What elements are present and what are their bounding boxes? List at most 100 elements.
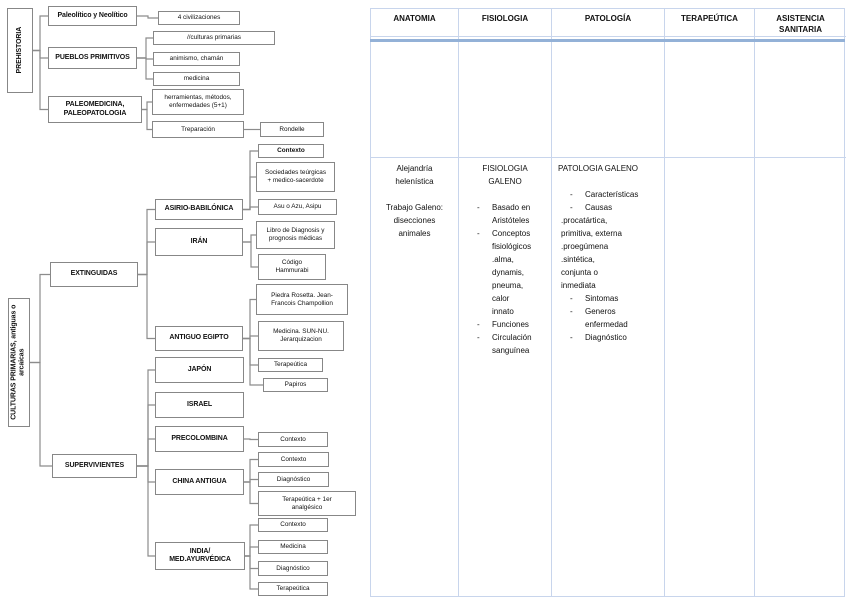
diagram-node-piedra-rosetta: Piedra Rosetta. Jean- Francois Champolli…	[256, 284, 348, 315]
diagram-node-label-herramientas: herramientas, métodos, enfermedades (5+1…	[164, 94, 232, 109]
connector-antiguo-egipto-papiros	[243, 337, 263, 386]
connector-supervivientes-india-ayurvedica	[137, 465, 155, 557]
diagram-node-animismo: animismo, chamán	[153, 52, 240, 66]
table-gap-cell-patologia	[552, 37, 665, 158]
diagram-node-label-iran: IRÁN	[190, 237, 208, 245]
diagram-node-label-culturas: CULTURAS PRIMARIAS, antiguas o arcaicas	[10, 304, 27, 421]
diagram-node-label-israel: ISRAEL	[186, 400, 213, 408]
connector-india-ayurvedica-contexto-india	[245, 524, 258, 557]
table-cell-segment: FISIOLOGIA GALENO	[482, 164, 528, 186]
diagram-node-diagnostico-china: Diagnóstico	[258, 472, 329, 487]
diagram-node-label-medicina-india: Medicina	[280, 543, 306, 551]
diagram-node-medicina-india: Medicina	[258, 540, 328, 554]
diagram-node-label-contexto-india: Contexto	[280, 521, 306, 529]
connector-supervivientes-china-antigua	[137, 465, 155, 483]
diagram-node-label-codigo-hammurabi: Código Hammurabi	[275, 259, 309, 274]
diagram-node-label-china-antigua: CHINA ANTIGUA	[172, 477, 227, 485]
table-cell-segment: .procatártica, primitiva, externa .proeg…	[561, 216, 622, 290]
table-body-cell-terapeutica	[665, 158, 755, 596]
table-gap-cell-fisiologia	[459, 37, 552, 158]
table-cell-segment: Basado en Aristóteles	[462, 201, 548, 227]
diagram-node-label-paleolitico: Paleolítico y Neolítico	[57, 11, 128, 19]
diagram-node-label-culturas-primarias: //culturas primarias	[187, 34, 241, 42]
diagram-node-label-paleomedicina: PALEOMEDICINA, PALEOPATOLOGIA	[63, 101, 127, 117]
diagram-node-label-antiguo-egipto: ANTIGUO EGIPTO	[169, 334, 229, 342]
connector-antiguo-egipto-piedra-rosetta	[243, 298, 256, 340]
diagram-node-label-asu: Asu o Azu, Asipu	[273, 203, 322, 211]
table-header-anatomia: ANATOMIA	[371, 9, 459, 37]
diagram-node-label-contexto-asirio: Contexto	[277, 147, 305, 155]
diagram-node-israel: ISRAEL	[155, 392, 244, 418]
diagram-node-paleomedicina: PALEOMEDICINA, PALEOPATOLOGIA	[48, 96, 142, 123]
diagram-node-label-medicina-sun-nu: Medicina. SUN-NU. Jerarquizacion	[273, 328, 329, 343]
diagram-node-terapeutica-china: Terapeútica + 1er analgésico	[258, 491, 356, 516]
diagram-node-asirio-babilonica: ASIRIO-BABILÓNICA	[155, 199, 243, 220]
table-header-terapeutica: TERAPEÚTICA	[665, 9, 755, 37]
diagram-node-label-terapeutica-china: Terapeútica + 1er analgésico	[282, 495, 332, 511]
diagram-node-papiros: Papiros	[263, 378, 328, 392]
table-cell-segment: Diagnóstico	[555, 331, 661, 344]
diagram-node-medicina-sun-nu: Medicina. SUN-NU. Jerarquizacion	[258, 321, 344, 351]
diagram-node-terapeutica-india: Terapeútica	[258, 582, 328, 596]
table-body-cell-asistencia-sanitaria	[755, 158, 846, 596]
diagram-node-supervivientes: SUPERVIVIENTES	[52, 454, 137, 478]
connector-supervivientes-precolombina	[137, 438, 155, 467]
diagram-node-antiguo-egipto: ANTIGUO EGIPTO	[155, 326, 243, 351]
diagram-node-label-prehistoria: PREHISTORIA	[15, 27, 23, 74]
diagram-node-label-civilizaciones: 4 civilizaciones	[177, 14, 221, 22]
connector-precolombina-contexto-precolombina	[244, 438, 258, 441]
diagram-node-treparacion: Treparación	[152, 121, 244, 138]
diagram-node-asu: Asu o Azu, Asipu	[258, 199, 337, 215]
table-cell-segment: Generos enfermedad	[555, 305, 661, 331]
connector-extinguidas-iran	[138, 241, 155, 276]
diagram-node-label-terapeutica-egipto: Terapeútica	[273, 361, 308, 369]
connector-china-antigua-contexto-china	[244, 458, 258, 483]
diagram-node-herramientas: herramientas, métodos, enfermedades (5+1…	[152, 89, 244, 115]
diagram-node-label-medicina-pueblos: medicina	[183, 75, 210, 83]
table-body-cell-patologia: PATOLOGIA GALENOCaracterísticasCausas.pr…	[552, 158, 665, 596]
table-header-asistencia-sanitaria: ASISTENCIA SANITARIA	[755, 9, 846, 37]
diagram-node-prehistoria: PREHISTORIA	[7, 8, 33, 93]
diagram-node-label-libro-diagnosis: Libro de Diagnosis y prognosis médicas	[266, 227, 325, 242]
connector-iran-libro-diagnosis	[243, 234, 256, 243]
diagram-node-label-diagnostico-china: Diagnóstico	[276, 475, 311, 483]
diagram-node-diagnostico-india: Diagnóstico	[258, 561, 328, 576]
connector-india-ayurvedica-diagnostico-india	[245, 555, 258, 570]
diagram-node-culturas: CULTURAS PRIMARIAS, antiguas o arcaicas	[8, 298, 30, 427]
connector-culturas-supervivientes	[30, 361, 52, 467]
table-cell-segment: Circulación sanguínea	[462, 331, 548, 357]
diagram-node-pueblos-primitivos: PUEBLOS PRIMITIVOS	[48, 47, 137, 69]
diagram-node-contexto-india: Contexto	[258, 518, 328, 532]
diagram-node-civilizaciones: 4 civilizaciones	[158, 11, 240, 25]
table-cell-segment: Características	[555, 188, 661, 201]
connector-asirio-babilonica-sociedades	[243, 176, 256, 211]
diagram-node-codigo-hammurabi: Código Hammurabi	[258, 254, 326, 280]
connector-prehistoria-paleomedicina	[33, 49, 48, 111]
diagram-node-precolombina: PRECOLOMBINA	[155, 426, 244, 452]
diagram-node-terapeutica-egipto: Terapeútica	[258, 358, 323, 372]
connector-prehistoria-paleolitico	[33, 15, 48, 52]
diagram-node-label-india-ayurvedica: INDIA/ MED.AYURVÉDICA	[169, 547, 231, 563]
diagram-node-label-diagnostico-india: Diagnóstico	[276, 564, 310, 572]
table-cell-segment	[462, 188, 548, 201]
table-header-patologia: PATOLOGÍA	[552, 9, 665, 37]
diagram-node-iran: IRÁN	[155, 228, 243, 256]
connector-asirio-babilonica-asu	[243, 206, 258, 211]
diagram-node-rondelle: Rondelle	[260, 122, 324, 137]
table-header-fisiologia: FISIOLOGIA	[459, 9, 552, 37]
table-body-cell-fisiologia: FISIOLOGIA GALENOBasado en AristótelesCo…	[459, 158, 552, 596]
diagram-node-japon: JAPÓN	[155, 357, 244, 383]
diagram-node-label-treparacion: Treparación	[181, 125, 215, 133]
diagram-node-culturas-primarias: //culturas primarias	[153, 31, 275, 45]
connector-extinguidas-antiguo-egipto	[138, 273, 155, 340]
table-gap-cell-anatomia	[371, 37, 459, 158]
table-cell-segment	[555, 175, 661, 188]
diagram-node-contexto-china: Contexto	[258, 452, 329, 467]
connector-paleomedicina-herramientas	[142, 101, 152, 111]
diagram-node-label-piedra-rosetta: Piedra Rosetta. Jean- Francois Champolli…	[271, 291, 333, 307]
connector-pueblos-primitivos-medicina-pueblos	[137, 57, 153, 80]
connector-india-ayurvedica-medicina-india	[245, 546, 258, 557]
